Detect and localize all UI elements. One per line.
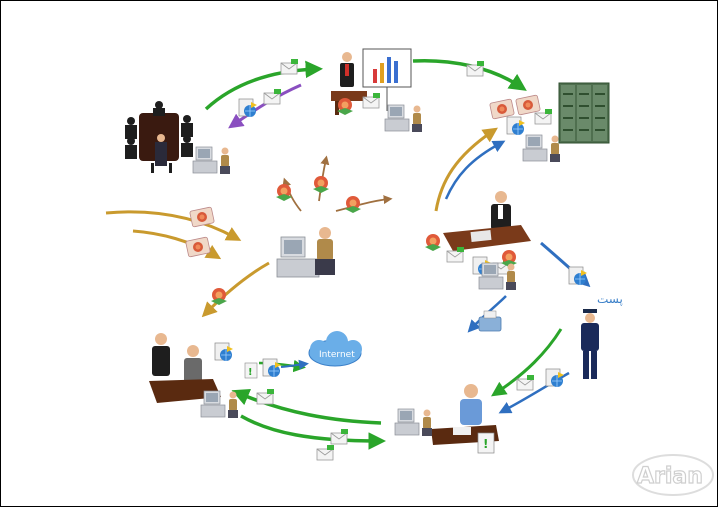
archive-computer-user: [522, 134, 561, 163]
arrow-post-to-staff-blue: [498, 371, 570, 414]
arrow-center-right: [335, 195, 393, 212]
office-computer-user: [200, 390, 239, 419]
post-globe-icon-2: [545, 368, 565, 388]
mail-icon-top-2: [263, 88, 282, 105]
arrow-center-up-left: [282, 177, 302, 212]
archive-globe-icon: [506, 116, 526, 136]
clerk-at-desk: [443, 191, 531, 251]
arrow-staff-to-office: [231, 388, 382, 425]
incoming-letter-icon-1: [189, 206, 215, 228]
staff-computer-user: [394, 408, 433, 437]
clerk-flower-icon: [425, 234, 441, 251]
manager-computer-user: [384, 104, 423, 133]
center-flower-icon-2: [313, 176, 329, 193]
center-computer-user: [276, 227, 335, 278]
office-globe-icon-2: [262, 358, 282, 378]
center-flower-icon-1: [276, 184, 292, 201]
arrow-office-to-cloud-blue: [280, 359, 309, 370]
logo-text: Arian: [637, 464, 703, 489]
globe-doc-icon-top: [238, 98, 258, 118]
bottom-mail-icon: [330, 428, 349, 445]
office-mail-icon: [256, 388, 275, 405]
office-meeting: [149, 333, 221, 403]
manager-presenting: [331, 48, 412, 115]
arrow-office-to-staff: [240, 414, 386, 450]
postman: [581, 309, 599, 379]
svg-text:!: !: [248, 367, 253, 378]
internet-label: Internet: [319, 350, 355, 360]
meeting-computer-user: [192, 146, 231, 175]
arrow-center-to-office: [201, 261, 270, 318]
arrow-clerk-to-archive-gold: [434, 127, 498, 212]
bottom-mail-icon-2: [316, 444, 335, 461]
clerk-computer-user: [478, 262, 517, 291]
meeting-room: [125, 101, 193, 173]
center-flower-icon-3: [345, 196, 361, 213]
internet-cloud-icon: [308, 331, 362, 367]
arrow-meeting-to-manager: [204, 60, 323, 111]
post-globe-icon: [568, 266, 588, 286]
archive-cabinet: [558, 82, 610, 144]
center-left-flower-icon: [211, 288, 227, 305]
arrow-incoming-1: [105, 210, 242, 241]
incoming-letter-icon-2: [185, 236, 211, 258]
post-label: پست: [597, 292, 623, 306]
svg-text:!: !: [483, 437, 488, 451]
office-globe-icon: [214, 342, 234, 362]
archive-letter-icon-2: [515, 94, 541, 116]
office-alert-icon: !: [244, 362, 258, 379]
arian-logo: Arian: [632, 454, 714, 496]
arrow-post-to-staff: [491, 328, 563, 397]
alert-doc-icon: !: [477, 432, 495, 454]
archive-letter-icon-1: [489, 98, 515, 120]
arrow-clerk-to-archive-blue: [444, 140, 506, 200]
mail-icon-top-right: [466, 60, 485, 77]
mail-icon-top-1: [280, 58, 299, 75]
fax-icon: [478, 310, 502, 332]
